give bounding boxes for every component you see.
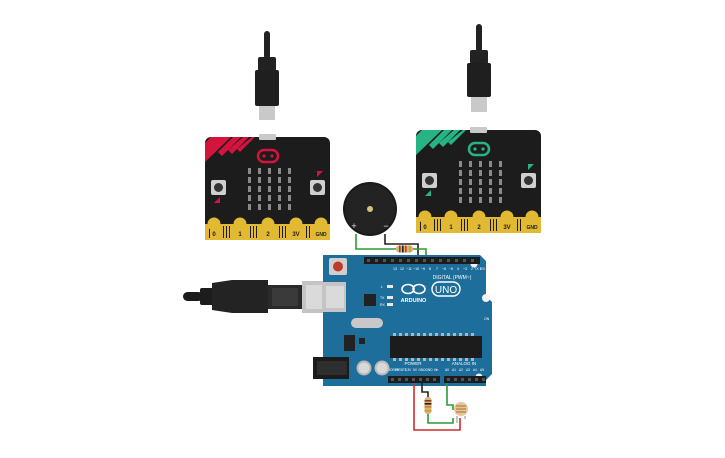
digital-pin-label: ~11 — [406, 267, 412, 271]
edge-pads — [207, 217, 328, 231]
buzzer-plus-label: + — [351, 221, 356, 231]
analog-pin-label: A5 — [480, 368, 484, 372]
digital-header — [364, 257, 480, 264]
power-pin-label: 5V — [413, 368, 418, 372]
pin-label: 3V — [503, 225, 510, 231]
button-a[interactable] — [422, 173, 437, 188]
usb-cable-right — [467, 24, 491, 112]
pin-label: 3V — [292, 232, 299, 238]
led-label: TX — [380, 296, 385, 300]
capacitors — [356, 360, 390, 376]
model-label: UNO — [435, 285, 457, 296]
led-label: RX — [380, 303, 386, 307]
pin-label: 1 — [238, 232, 242, 238]
digital-pin-label: ~3 — [463, 267, 467, 271]
power-pin-label: 3.3V — [405, 368, 412, 372]
led-matrix — [248, 168, 291, 210]
led-label: ON — [484, 317, 490, 321]
piezo-buzzer[interactable]: + − — [343, 182, 397, 236]
power-header-label: POWER — [404, 361, 422, 366]
dc-power-jack — [313, 357, 349, 379]
digital-pin-label: 8 — [429, 267, 431, 271]
logo-icon — [256, 148, 280, 164]
pin-label: 1 — [449, 225, 453, 231]
analog-pin-label: A3 — [466, 368, 470, 372]
power-pin-label: Vin — [434, 368, 439, 372]
usb-cable-left — [255, 31, 279, 120]
digital-pin-label: ~5 — [449, 267, 453, 271]
led-matrix — [459, 161, 502, 203]
analog-header-label: ANALOG IN — [452, 361, 477, 366]
arduino-uno-board[interactable]: 13 12 ~11 ~10 ~9 8 7 ~6 ~5 4 ~3 2 TX 1 R… — [313, 255, 492, 386]
power-pin-label: GND — [418, 368, 426, 372]
power-pin-label: RESET — [396, 368, 407, 372]
crystal-oscillator — [351, 318, 383, 328]
digital-pin-label: TX 1 — [474, 267, 481, 271]
atmega-chip — [390, 333, 482, 361]
photoresistor[interactable] — [454, 402, 468, 423]
usb-b-cable — [183, 280, 346, 313]
accent-corner — [205, 137, 231, 162]
led-label: L — [381, 285, 383, 289]
pin-label: GND — [315, 232, 327, 238]
digital-pin-label: ~6 — [442, 267, 446, 271]
analog-pin-label: A1 — [452, 368, 456, 372]
power-pin-label: IOREF — [389, 368, 399, 372]
resistor-top[interactable] — [396, 245, 413, 253]
buzzer-minus-label: − — [383, 221, 388, 231]
digital-pin-label: ~10 — [413, 267, 419, 271]
digital-pin-label: 12 — [400, 267, 404, 271]
digital-pin-label: ~9 — [421, 267, 425, 271]
arduino-logo: ARDUINO UNO — [401, 281, 461, 304]
reset-button[interactable] — [329, 258, 347, 275]
analog-pin-label: A2 — [459, 368, 463, 372]
digital-pin-label: RX 0 — [480, 267, 488, 271]
pin-label: 2 — [477, 225, 481, 231]
microbit-right[interactable]: 0 1 2 3V GND — [416, 24, 541, 233]
power-pin-label: GND — [425, 368, 433, 372]
sensor-wires — [413, 383, 461, 431]
digital-pin-label: 7 — [436, 267, 438, 271]
button-b[interactable] — [521, 173, 536, 188]
digital-pin-label: 13 — [393, 267, 397, 271]
microbit-left[interactable]: 0 1 2 3V GND — [205, 31, 330, 240]
pin-label: GND — [526, 225, 538, 231]
buzzer-wires — [355, 234, 427, 257]
analog-pin-label: A0 — [445, 368, 449, 372]
power-analog-headers — [388, 376, 486, 383]
button-b[interactable] — [310, 180, 325, 195]
resistor-bottom[interactable] — [424, 397, 432, 414]
button-a[interactable] — [211, 180, 226, 195]
logo-icon — [467, 141, 491, 157]
pin-label: 2 — [266, 232, 270, 238]
digital-header-label: DIGITAL (PWM~) — [433, 275, 472, 281]
pin-label: 0 — [423, 225, 427, 231]
brand-label: ARDUINO — [401, 298, 427, 304]
digital-pin-label: 4 — [457, 267, 459, 271]
pin-label: 0 — [212, 232, 216, 238]
digital-pin-label: 2 — [471, 267, 473, 271]
analog-pin-label: A4 — [473, 368, 477, 372]
